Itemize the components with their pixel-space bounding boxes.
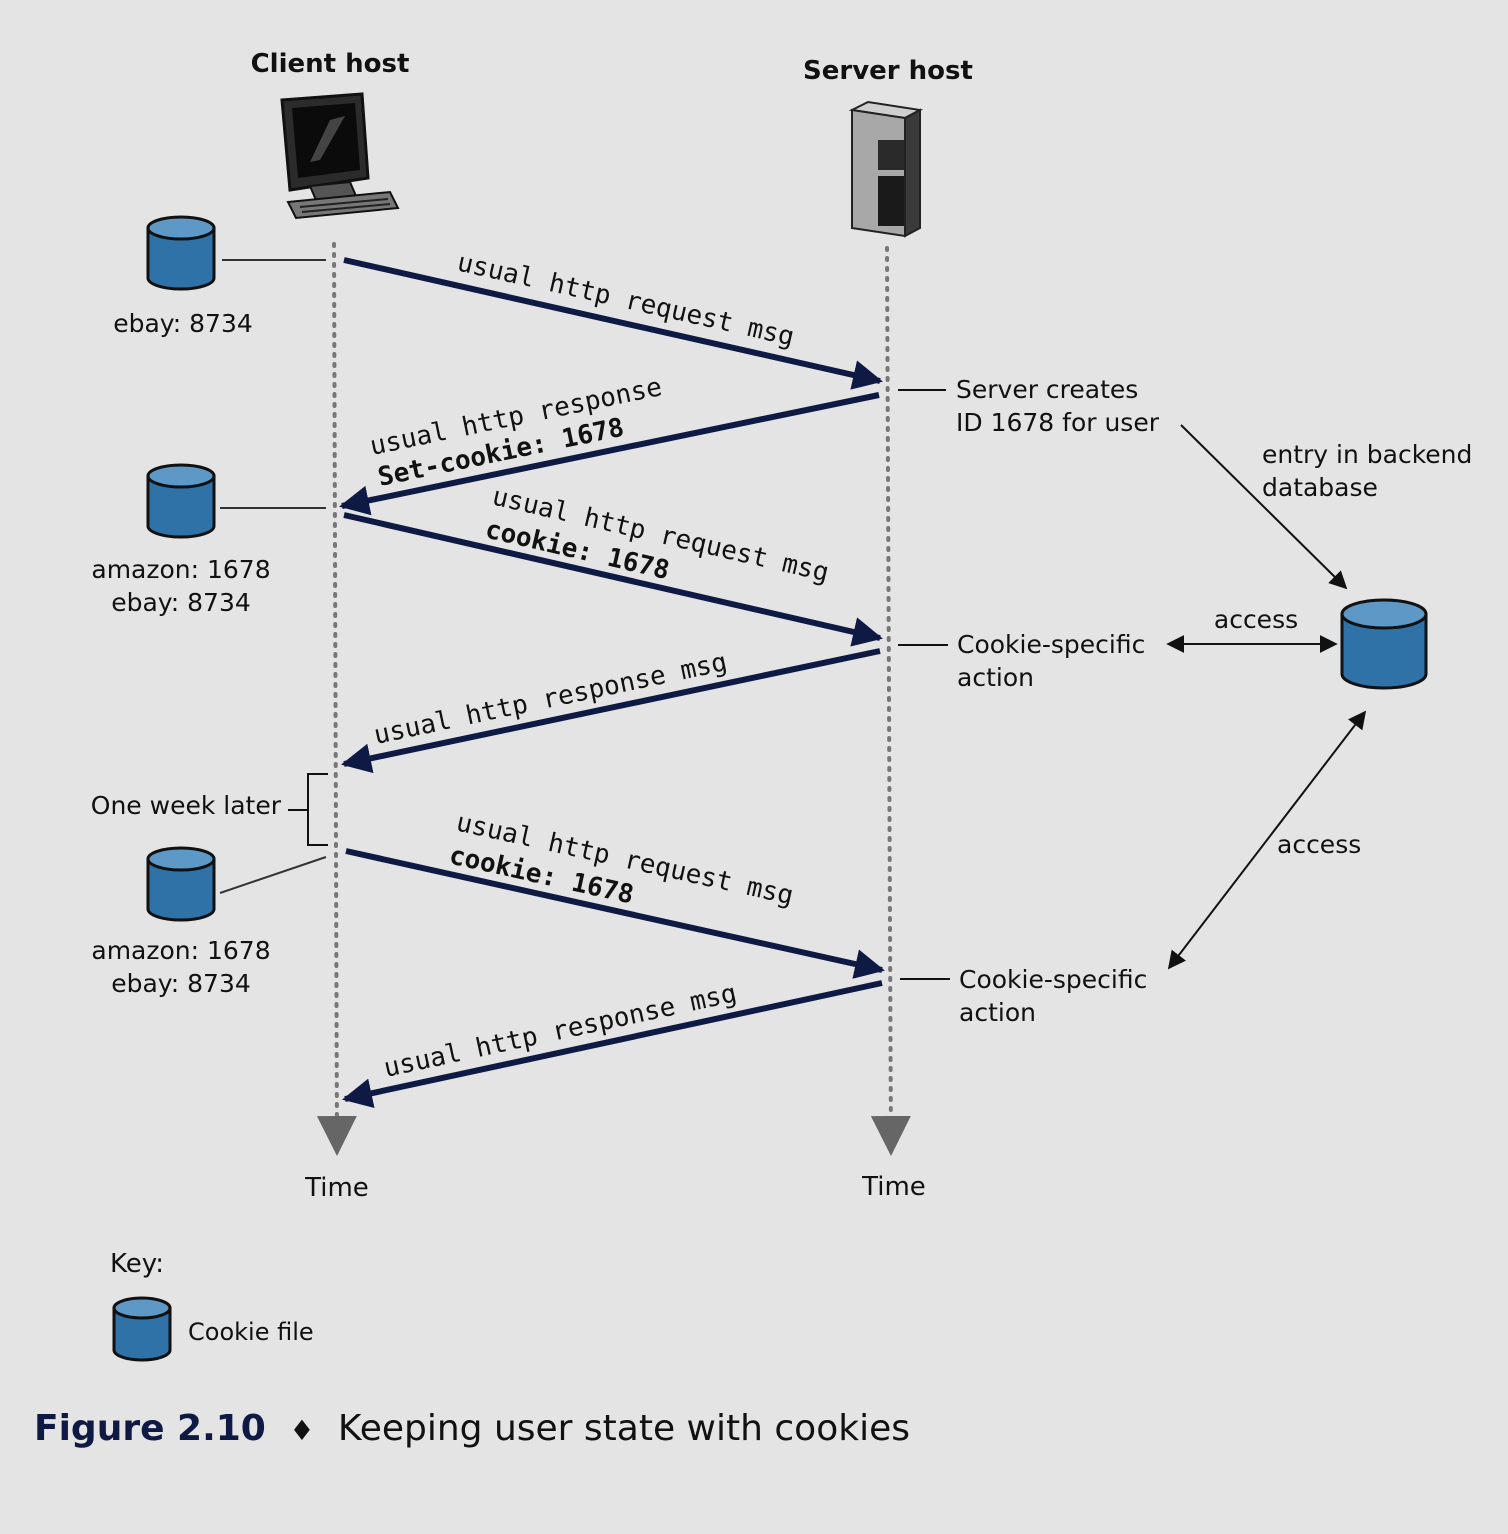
- server-note-line: Cookie-specific: [957, 630, 1145, 659]
- message-arrow-request: [343, 257, 883, 390]
- server-note-line: action: [959, 998, 1036, 1027]
- message-arrow-response: [339, 392, 880, 516]
- figure-caption: Figure 2.10 ♦ Keeping user state with co…: [34, 1408, 910, 1449]
- cookie-label-line: ebay: 8734: [111, 588, 251, 617]
- cookie-label-line: amazon: 1678: [91, 555, 270, 584]
- server-tower-icon: [848, 100, 924, 238]
- cookie-file-icon: [146, 846, 216, 922]
- server-timeline: [870, 246, 911, 1156]
- client-computer-icon: [280, 92, 400, 220]
- client-host-label: Client host: [251, 49, 410, 79]
- message-label: usual http response msg: [371, 647, 729, 751]
- client-time-label: Time: [304, 1173, 369, 1203]
- cookie-label-line: amazon: 1678: [91, 936, 270, 965]
- backend-label-line: entry in backend: [1262, 440, 1472, 469]
- message-label: usual http request msg: [454, 248, 797, 353]
- server-note-line: Server creates: [956, 375, 1138, 404]
- backend-entry-arrow: [1180, 424, 1348, 590]
- access-label: access: [1277, 830, 1361, 859]
- week-bracket: [288, 773, 328, 846]
- cookie-file-icon: [146, 215, 216, 291]
- one-week-later-label: One week later: [91, 791, 282, 820]
- cookie-label-line: ebay: 8734: [111, 969, 251, 998]
- message-label: usual http response msg: [381, 978, 739, 1083]
- cookie-connector: [219, 856, 327, 894]
- message-arrow-response: [342, 980, 883, 1108]
- message-arrow-request: [343, 512, 883, 647]
- caption-bullet: ♦: [289, 1414, 314, 1447]
- backend-database-icon: [1340, 598, 1428, 690]
- key-item-label: Cookie file: [188, 1318, 314, 1346]
- server-note-line: Cookie-specific: [959, 965, 1147, 994]
- message-arrow-response: [341, 648, 881, 774]
- cookie-file-icon: [146, 463, 216, 539]
- server-host-label: Server host: [803, 56, 973, 86]
- server-note-line: ID 1678 for user: [956, 408, 1160, 437]
- server-time-label: Time: [861, 1172, 926, 1202]
- cookie-label-line: ebay: 8734: [113, 309, 253, 338]
- backend-label-line: database: [1262, 473, 1378, 502]
- cookie-file-key-icon: [112, 1296, 172, 1362]
- access-label: access: [1214, 605, 1298, 634]
- key-title: Key:: [110, 1249, 164, 1279]
- caption-text: Keeping user state with cookies: [338, 1408, 910, 1449]
- access-arrow: [1167, 710, 1367, 970]
- server-note-line: action: [957, 663, 1034, 692]
- figure-number: Figure 2.10: [34, 1408, 266, 1449]
- client-timeline: [316, 242, 357, 1156]
- message-arrow-request: [345, 848, 885, 979]
